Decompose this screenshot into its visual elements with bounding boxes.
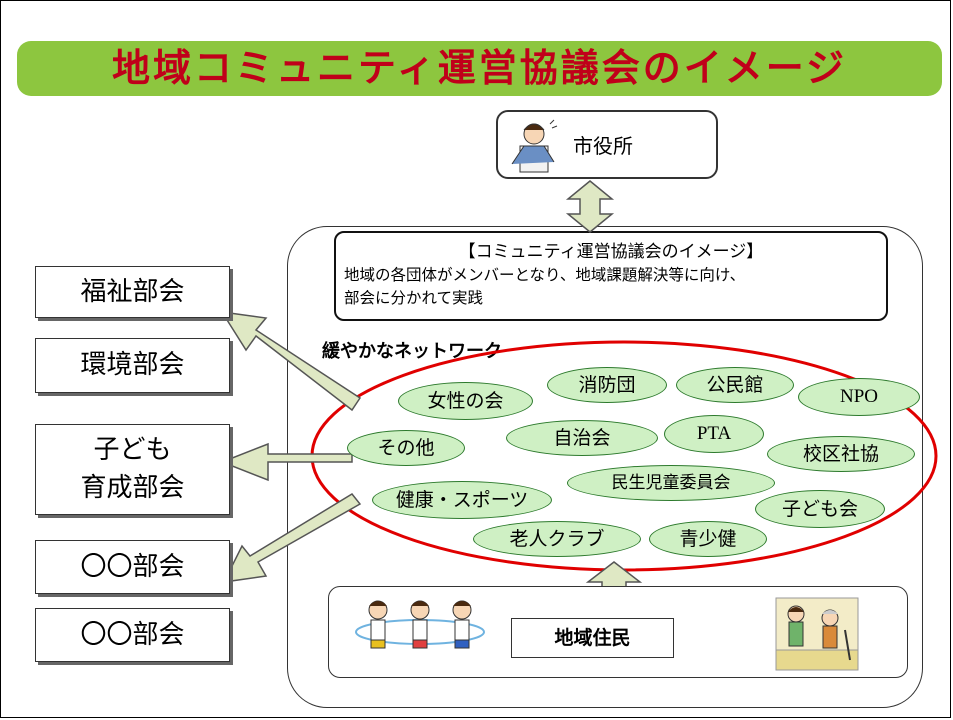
- department-other-2: 〇〇部会: [35, 608, 230, 662]
- department-environment: 環境部会: [35, 338, 230, 393]
- page-title: 地域コミュニティ運営協議会のイメージ: [17, 41, 942, 96]
- network-title: 緩やかなネットワーク: [322, 341, 502, 362]
- department-children-line-2: 育成部会: [80, 473, 185, 503]
- group-chip: 公民館: [676, 367, 794, 403]
- caption-title: 【コミュニティ運営協議会のイメージ】: [458, 242, 764, 262]
- caption-line-2: 部会に分かれて実践: [344, 289, 484, 307]
- department-children: 子ども 育成部会: [35, 424, 230, 515]
- department-other-1: 〇〇部会: [35, 540, 230, 594]
- group-chip: PTA: [664, 415, 764, 453]
- caption-line-1: 地域の各団体がメンバーとなり、地域課題解決等に向け、: [344, 266, 746, 284]
- residents-label: 地域住民: [511, 618, 674, 658]
- group-chip: 自治会: [506, 420, 658, 456]
- group-chip: NPO: [798, 378, 920, 416]
- group-chip: 老人クラブ: [473, 521, 641, 557]
- group-chip: 校区社協: [767, 436, 915, 472]
- city-hall-label: 市役所: [573, 134, 633, 158]
- council-caption-box: 【コミュニティ運営協議会のイメージ】 地域の各団体がメンバーとなり、地域課題解決…: [334, 231, 888, 321]
- department-children-line-1: 子ども: [93, 435, 172, 465]
- group-chip: 女性の会: [398, 382, 533, 420]
- group-chip: 青少健: [649, 521, 767, 557]
- department-welfare: 福祉部会: [35, 266, 230, 318]
- group-chip: 健康・スポーツ: [372, 481, 552, 519]
- group-chip: 子ども会: [755, 490, 885, 528]
- group-chip: その他: [347, 430, 465, 466]
- group-chip: 民生児童委員会: [567, 465, 775, 501]
- group-chip: 消防団: [547, 367, 667, 403]
